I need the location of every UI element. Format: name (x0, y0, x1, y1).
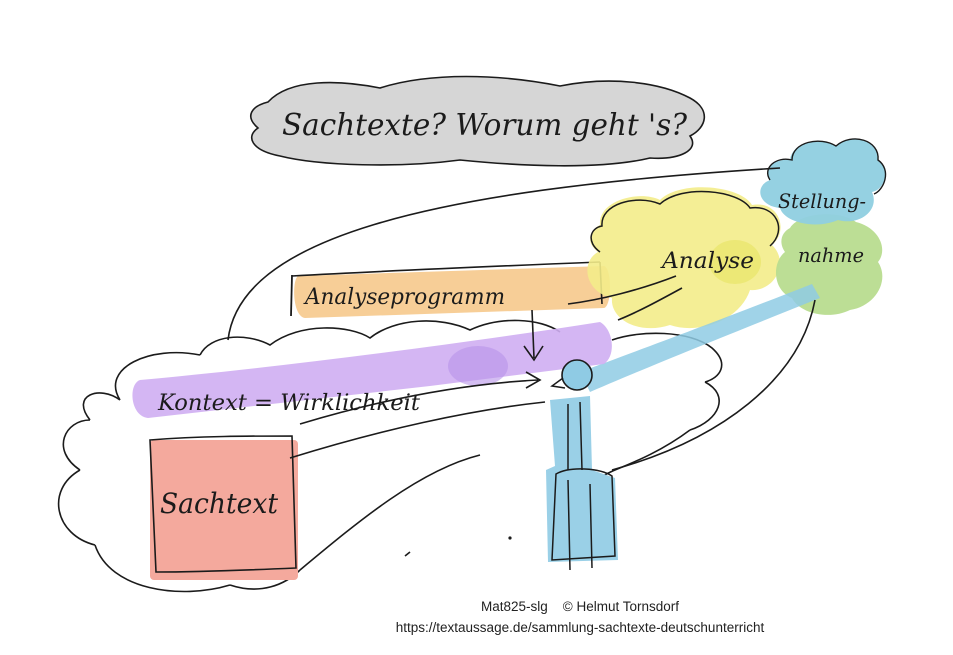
stellungnahme-label-line1: Stellung- (778, 189, 866, 213)
perspective-beam (580, 284, 820, 392)
line-analyse-to-program (567, 275, 677, 305)
stellungnahme-label-line2: nahme (798, 243, 864, 267)
analyseprogramm-block: Analyseprogramm (290, 261, 610, 318)
sachtext-box-outline (149, 435, 297, 573)
reader-body-outline (551, 468, 616, 561)
context-cloud-outline (57, 319, 561, 593)
analyse-cloud-highlight (709, 240, 761, 284)
analyseprogramm-band (294, 266, 610, 318)
line-sachtext-to-reader (289, 401, 546, 459)
sachtext-label: Sachtext (160, 487, 279, 520)
reader-head (561, 359, 593, 391)
analyse-cloud-fill (587, 187, 781, 329)
reader-legs (567, 479, 593, 571)
title-cloud: Sachtexte? Worum geht 's? (250, 75, 706, 167)
analyseprogramm-label: Analyseprogramm (303, 285, 505, 310)
title-text: Sachtexte? Worum geht 's? (282, 108, 688, 143)
credits-line-1: Mat825-slg © Helmut Tornsdorf (330, 596, 830, 617)
reader-nose (550, 377, 566, 389)
sachtext-box-fill (150, 440, 298, 580)
stellung-cloud-outline (767, 138, 887, 195)
reader-neck-lines (567, 401, 583, 471)
arc-context-bottom (299, 454, 481, 571)
kontext-band-highlight (448, 346, 508, 386)
title-cloud-fill (250, 75, 706, 167)
credits-url: https://textaussage.de/sammlung-sachtext… (395, 620, 765, 635)
reader-figure (546, 359, 618, 571)
kontext-band (132, 322, 612, 418)
arrow-context-to-reader (299, 371, 542, 425)
analyse-cloud-outline (590, 190, 780, 253)
material-id: Mat825-slg (480, 599, 548, 614)
sachtext-block: Sachtext (149, 435, 298, 580)
analyseprogramm-top-line (291, 261, 601, 277)
arrow-program-to-reader (523, 309, 544, 362)
stellungnahme-cloud: Stellung- nahme (760, 138, 887, 315)
arc-stellungnahme-to-context (227, 167, 781, 341)
kontext-label: Kontext = Wirklichkeit (157, 391, 420, 416)
copyright: © Helmut Tornsdorf (562, 599, 680, 614)
credits: Mat825-slg © Helmut Tornsdorf https://te… (330, 596, 830, 638)
analyse-cloud: Analyse (587, 187, 781, 329)
analyse-label: Analyse (660, 249, 754, 274)
analyseprogramm-bracket-left (290, 274, 293, 317)
arc-stellungnahme-to-body (611, 299, 816, 471)
line-analyse-to-context (617, 287, 683, 321)
reader-figure-fill (546, 396, 618, 562)
tick-mark (404, 551, 411, 557)
dot-mark (508, 536, 512, 540)
